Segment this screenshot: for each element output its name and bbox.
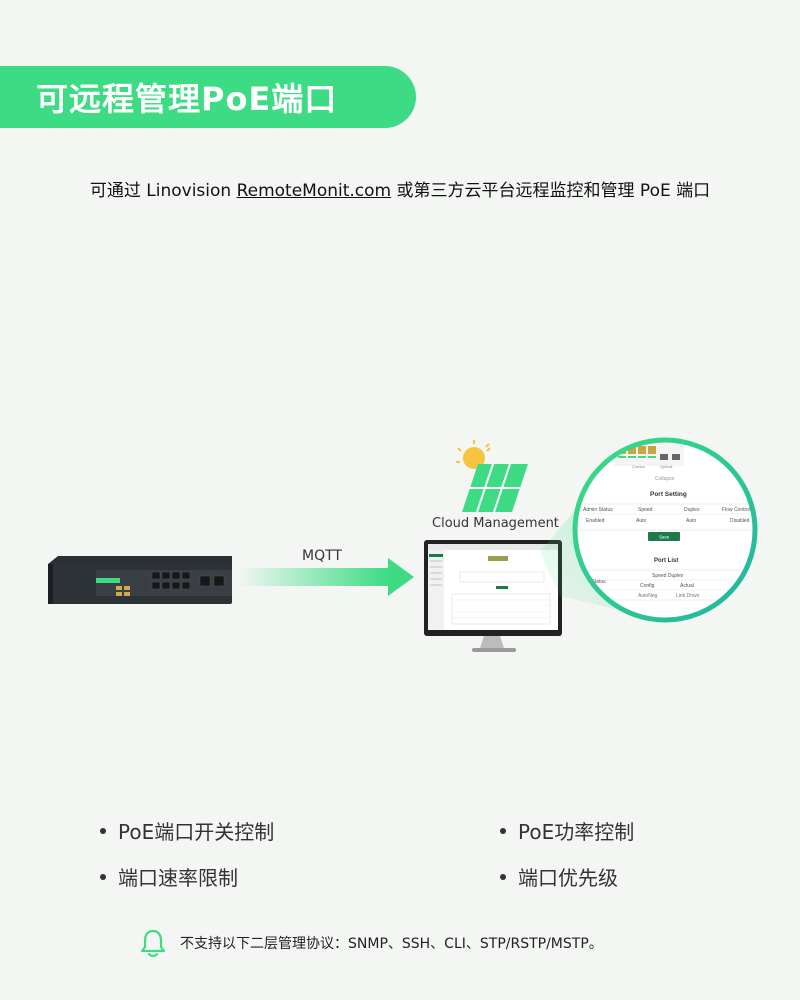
bullet-icon [500, 827, 506, 834]
zoom-val-duplex: Auto [686, 518, 697, 524]
subtitle-prefix: 可通过 Linovision [89, 181, 237, 201]
zoom-list-config: Config [640, 583, 655, 589]
network-diagram: Combo Optical Collapse Port Setting Admi… [48, 437, 758, 652]
bullet-icon [100, 827, 106, 834]
feature-label: PoE端口开关控制 [118, 820, 275, 844]
zoom-circle: Combo Optical Collapse Port Setting Admi… [572, 437, 758, 623]
subtitle: 可通过 Linovision RemoteMonit.com 或第三方云平台远程… [0, 176, 800, 201]
zoom-col-admin: Admin Status [583, 507, 613, 513]
note-text: 不支持以下二层管理协议：SNMP、SSH、CLI、STP/RSTP/MSTP。 [180, 936, 603, 952]
poe-switch [48, 556, 232, 604]
bullet-icon [100, 873, 106, 880]
feature-item: PoE端口开关控制 [100, 816, 274, 845]
zoom-list-actual: Actual [680, 583, 694, 589]
mqtt-label: MQTT [302, 548, 342, 564]
zoom-label-optical: Optical [660, 464, 673, 469]
bullet-icon [500, 873, 506, 880]
feature-item: 端口优先级 [500, 862, 618, 891]
cloud-management-label: Cloud Management [432, 516, 559, 531]
title-banner: 可远程管理PoE端口 [0, 66, 416, 128]
feature-item: 端口速率限制 [100, 862, 238, 891]
feature-label: 端口优先级 [518, 866, 618, 890]
subtitle-suffix: 或第三方云平台远程监控和管理 PoE 端口 [391, 181, 711, 201]
solar-sun-icon [456, 440, 528, 513]
zoom-val-flow: Disabled [730, 518, 750, 524]
zoom-port-setting-title: Port Setting [650, 491, 687, 498]
zoom-col-duplex: Duplex [684, 507, 700, 513]
monitor [424, 540, 562, 652]
zoom-col-flow: Flow Control [722, 507, 750, 513]
remotemonit-link[interactable]: RemoteMonit.com [236, 181, 392, 201]
zoom-val-admin: Enabled [586, 518, 605, 524]
zoom-save-button: Save [659, 535, 670, 540]
zoom-label-combo: Combo [632, 464, 646, 469]
feature-label: 端口速率限制 [118, 866, 238, 890]
zoom-port-list-title: Port List [654, 558, 678, 564]
zoom-list-group: Speed Duplex [652, 573, 684, 579]
mqtt-arrow [236, 558, 414, 596]
feature-item: PoE功率控制 [500, 816, 634, 845]
zoom-val-speed: Auto [636, 518, 647, 524]
zoom-collapse: Collapse [655, 476, 675, 482]
protocol-note: 不支持以下二层管理协议：SNMP、SSH、CLI、STP/RSTP/MSTP。 [140, 928, 603, 958]
bell-icon [140, 929, 166, 958]
feature-label: PoE功率控制 [518, 820, 635, 844]
zoom-col-speed: Speed [638, 507, 653, 513]
zoom-list-val-actual: Link Down [676, 593, 700, 599]
zoom-list-val-config: AutoNeg [638, 593, 658, 599]
page-title: 可远程管理PoE端口 [36, 80, 338, 118]
